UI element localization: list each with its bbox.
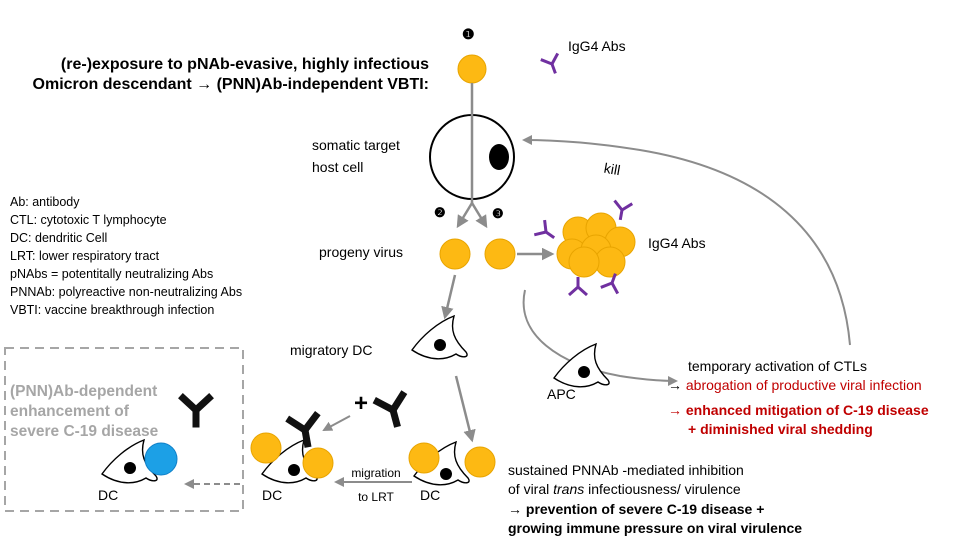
progeny-virus-2 [484, 238, 516, 270]
enhanced-virus [144, 442, 178, 476]
host-cell-label-1: somatic target [312, 137, 400, 153]
progeny-virus-1 [439, 238, 471, 270]
igg4-label-cluster: IgG4 Abs [648, 235, 706, 251]
antibody-binding-arrow [322, 415, 351, 431]
host-cell-label-2: host cell [312, 159, 364, 175]
dc-label-left: DC [98, 487, 119, 503]
progeny-arrow-right [470, 202, 488, 229]
glossary-item: CTL: cytotoxic T lymphocyte [10, 213, 167, 227]
sustained-line-2: of viral trans infectiousness/ virulence [508, 480, 741, 498]
sustained-line-1: sustained PNNAb -mediated inhibition [508, 462, 744, 478]
glossary-item: DC: dendritic Cell [10, 231, 108, 245]
sustained-line-4: growing immune pressure on viral virulen… [508, 520, 803, 536]
ctl-line-2-arrow: → [668, 377, 686, 393]
igg4-label-top: IgG4 Abs [568, 38, 626, 54]
antibody-enhancement-icon [183, 398, 209, 424]
glossary-item: VBTI: vaccine breakthrough infection [10, 303, 215, 317]
migratory-dc-nucleus [434, 339, 446, 351]
dc-right-virus-1 [408, 442, 440, 474]
progeny-virus-label: progeny virus [319, 244, 404, 260]
apc-label: APC [547, 386, 576, 402]
step-marker-2: ❷ [434, 205, 446, 220]
migratory-dc-label: migratory DC [290, 342, 373, 358]
dc-left-nucleus [124, 462, 136, 474]
ctl-line-1: temporary activation of CTLs [688, 358, 867, 374]
sustained-line-3: → prevention of severe C-19 disease + [508, 501, 765, 517]
dc-right-nucleus [440, 468, 452, 480]
enhancement-label-2: enhancement of [10, 403, 129, 420]
step-marker-3: ❸ [492, 206, 504, 221]
arrow-to-migratory-dc [441, 274, 457, 320]
plus-sign: + [354, 390, 369, 417]
arrow-to-dc-right [454, 375, 476, 443]
sustained-line-2-italic: trans [553, 481, 585, 497]
apc-activation-arrow [522, 289, 678, 386]
antibody-bound-icon [290, 416, 320, 446]
enhancement-box [4, 347, 244, 512]
glossary-item: Ab: antibody [10, 195, 80, 209]
enhancement-label-1: (PNN)Ab-dependent [10, 383, 158, 400]
opsonized-virus-cluster [556, 212, 636, 278]
dc-right-virus-2 [464, 446, 496, 478]
dc-middle-virus-2 [302, 447, 334, 479]
enhancement-label-3: severe C-19 disease [10, 423, 159, 440]
kill-label: kill [602, 159, 622, 179]
progeny-arrow-left [456, 202, 474, 229]
dc-middle-nucleus [288, 464, 300, 476]
infecting-virus [457, 54, 487, 84]
sustained-line-2a: of viral [508, 481, 554, 497]
ctl-line-3: → enhanced mitigation of C-19 disease [668, 402, 929, 418]
apc-nucleus [578, 366, 590, 378]
glossary-item: pNAbs = potentitally neutralizing Abs [10, 267, 214, 281]
sustained-line-2c: infectiousness/ virulence [584, 481, 741, 497]
ctl-line-2-text: abrogation of productive viral infection [685, 377, 922, 393]
apc-cell [553, 343, 610, 388]
step-marker-1: ❶ [462, 26, 475, 42]
migration-label-2: to LRT [358, 490, 394, 504]
ctl-line-4: + diminished viral shedding [688, 421, 873, 437]
glossary-item: LRT: lower respiratory tract [10, 249, 160, 263]
kill-arrow [522, 135, 851, 346]
dc-label-right: DC [420, 487, 441, 503]
header-line-1: (re-)exposure to pNAb-evasive, highly in… [60, 56, 429, 73]
header-line-2: Omicron descendant → (PNN)Ab-independent… [32, 76, 429, 93]
igg4-antibody-top-icon [539, 51, 566, 78]
migration-label-1: migration [351, 466, 401, 480]
ctl-line-2: → abrogation of productive viral infecti… [668, 376, 922, 394]
migratory-dc-cell [411, 315, 468, 360]
dc-label-middle: DC [262, 487, 283, 503]
host-cell-nucleus [489, 144, 509, 170]
dc-middle-virus-1 [250, 432, 282, 464]
antibody-free-icon [377, 395, 409, 427]
glossary-item: PNNAb: polyreactive non-neutralizing Abs [10, 285, 243, 299]
